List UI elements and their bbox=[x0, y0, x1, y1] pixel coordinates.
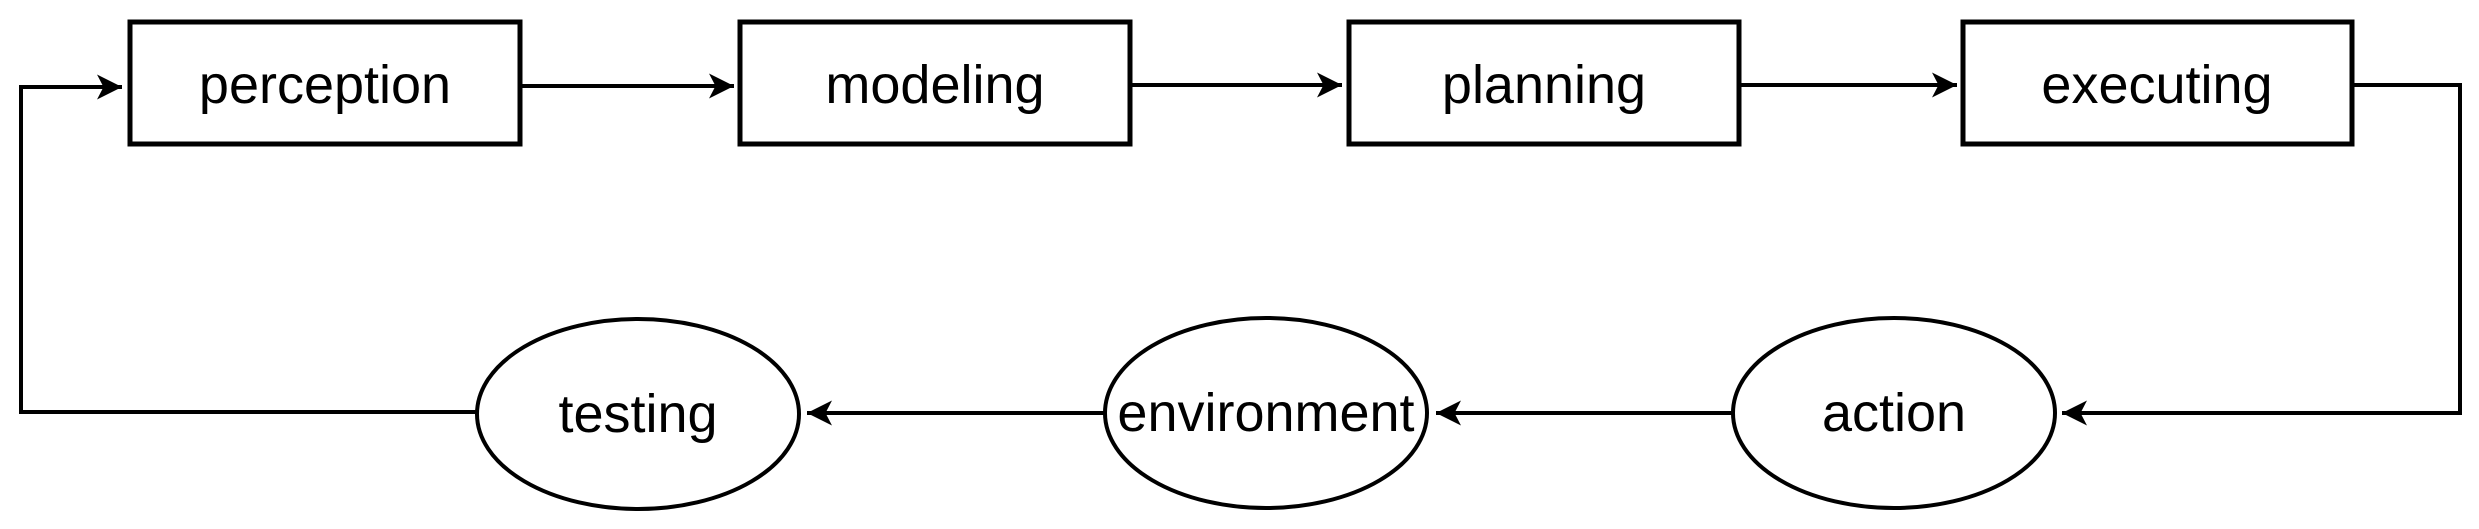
perception-label: perception bbox=[199, 55, 451, 115]
node-environment: environment bbox=[1103, 316, 1429, 510]
action-label: action bbox=[1822, 383, 1966, 443]
modeling-box bbox=[737, 19, 1133, 147]
edge-testing-to-perception bbox=[19, 74, 477, 414]
node-planning: planning bbox=[1346, 19, 1742, 147]
executing-label: executing bbox=[2041, 55, 2272, 115]
edge-executing-to-action bbox=[2062, 83, 2462, 426]
node-action: action bbox=[1731, 316, 2057, 510]
node-perception: perception bbox=[127, 19, 523, 147]
testing-label: testing bbox=[558, 384, 717, 444]
node-testing: testing bbox=[475, 317, 801, 511]
planning-label: planning bbox=[1442, 55, 1646, 115]
node-modeling: modeling bbox=[737, 19, 1133, 147]
modeling-label: modeling bbox=[825, 55, 1044, 115]
edge-group bbox=[19, 72, 2462, 426]
environment-ellipse bbox=[1103, 316, 1429, 510]
environment-label: environment bbox=[1117, 383, 1414, 443]
planning-box bbox=[1346, 19, 1742, 147]
executing-box bbox=[1960, 19, 2355, 147]
action-ellipse bbox=[1731, 316, 2057, 510]
perception-box bbox=[127, 19, 523, 147]
testing-ellipse bbox=[475, 317, 801, 511]
node-executing: executing bbox=[1960, 19, 2355, 147]
